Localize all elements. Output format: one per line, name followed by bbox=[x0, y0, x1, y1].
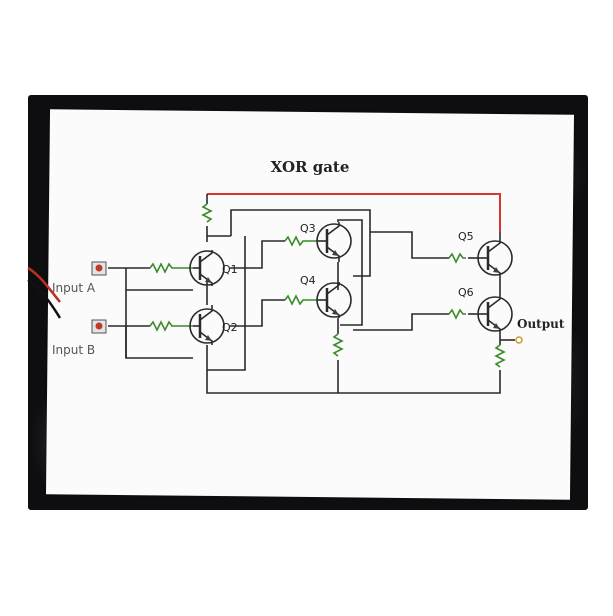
external-wire-red bbox=[27, 266, 61, 303]
transistor-label-q4: Q4 bbox=[300, 274, 316, 287]
power-rail bbox=[207, 193, 501, 232]
input-label-a: Input A bbox=[52, 281, 96, 295]
transistor-q3 bbox=[316, 222, 352, 262]
transistor-label-q3: Q3 bbox=[300, 222, 316, 235]
resistor-r-q3-base bbox=[284, 235, 318, 247]
output-label: Output bbox=[517, 317, 565, 331]
output-terminal bbox=[515, 336, 523, 344]
transistor-q6 bbox=[477, 295, 513, 333]
transistor-q5 bbox=[477, 232, 513, 276]
push-button-a bbox=[91, 261, 107, 276]
resistor-r-q5-base bbox=[448, 252, 466, 264]
transistor-q2 bbox=[189, 305, 225, 345]
external-wire-black bbox=[27, 278, 62, 319]
transistor-q1 bbox=[189, 250, 225, 286]
resistor-r-q6-base bbox=[448, 308, 466, 320]
resistor-r-q4-emitter bbox=[332, 333, 344, 357]
input-label-b: Input B bbox=[52, 343, 95, 357]
transistor-label-q6: Q6 bbox=[458, 286, 474, 299]
resistor-r-input-b bbox=[149, 320, 193, 332]
transistor-label-q5: Q5 bbox=[458, 230, 474, 243]
resistor-r-input-a bbox=[149, 262, 193, 274]
diagram-title: XOR gate bbox=[271, 158, 350, 176]
transistor-label-q2: Q2 bbox=[222, 321, 238, 334]
resistor-r-output bbox=[494, 344, 506, 368]
wires bbox=[108, 194, 515, 394]
push-button-b bbox=[91, 319, 107, 334]
transistor-label-q1: Q1 bbox=[222, 263, 238, 276]
resistor-r-q4-base bbox=[284, 294, 318, 306]
resistors bbox=[149, 203, 506, 368]
resistor-r1-collector bbox=[201, 203, 213, 223]
transistor-q4 bbox=[316, 282, 352, 318]
